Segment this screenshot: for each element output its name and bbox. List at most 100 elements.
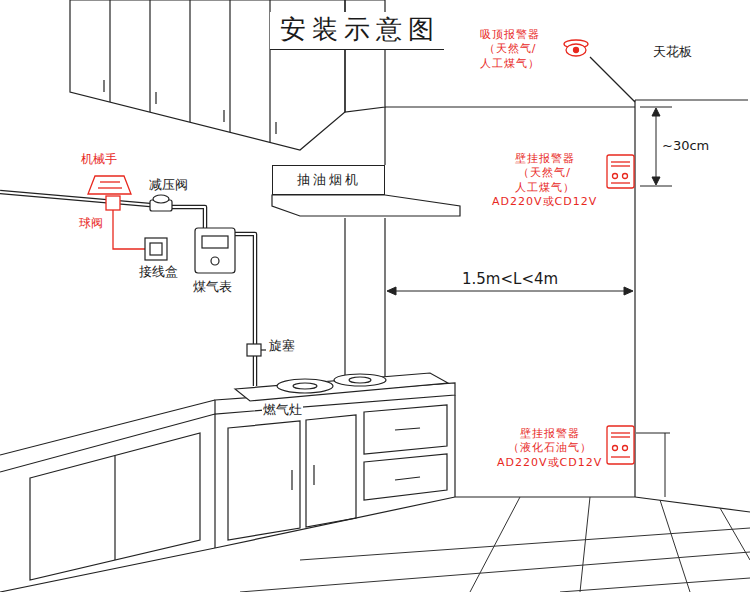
upper-cabinet <box>223 110 224 122</box>
gas-meter <box>202 236 228 248</box>
junction-box <box>145 238 167 260</box>
pressure-reducer <box>153 195 169 203</box>
manipulator-and-ball-valve <box>106 196 120 210</box>
room-walls <box>590 57 635 102</box>
wall-alarm <box>607 155 634 464</box>
dimension-lines <box>652 108 660 116</box>
wall-alarm <box>613 446 618 451</box>
gas-stove <box>235 373 448 401</box>
wall-alarm <box>611 456 630 457</box>
room-walls <box>385 106 635 107</box>
wall-alarm <box>611 432 630 433</box>
counter-and-cabinets <box>0 548 215 592</box>
gas-stove <box>334 374 386 386</box>
gas-pipe-core <box>172 207 205 228</box>
room-walls <box>384 218 385 382</box>
wall-alarm <box>611 161 630 162</box>
part-label: 减压阀 <box>148 177 189 193</box>
upper-cabinet <box>155 92 156 104</box>
counter-and-cabinets <box>364 454 447 500</box>
counter-and-cabinets <box>313 465 314 485</box>
counter-and-cabinets <box>0 400 215 455</box>
counter-and-cabinets <box>395 428 420 430</box>
upper-cabinet <box>275 122 276 134</box>
upper-cabinet <box>109 0 110 102</box>
wall-alarm <box>623 446 628 451</box>
floor-tiles <box>720 508 750 560</box>
room-walls <box>345 57 750 512</box>
dimension-lines <box>390 291 630 292</box>
diagram-title: 安装示意图 <box>270 12 444 50</box>
counter-and-cabinets <box>454 395 455 497</box>
gas-pipe-core <box>235 234 255 345</box>
gas-stove <box>235 373 448 401</box>
wall-alarm <box>613 174 618 179</box>
ceiling-detector <box>564 40 588 56</box>
wall-alarm <box>611 182 630 183</box>
floor-tiles <box>240 552 750 592</box>
gas-stove <box>349 377 371 383</box>
dimension-lines <box>387 287 396 295</box>
manipulator-and-ball-valve <box>100 181 120 182</box>
manipulator-and-ball-valve <box>98 187 122 188</box>
floor-tiles <box>660 500 690 592</box>
dimension-label: ~30cm <box>661 138 710 154</box>
room-walls <box>384 107 385 165</box>
range-hood-flare <box>272 195 460 216</box>
part-label: 旋塞 <box>268 338 296 354</box>
part-label: 接线盒 <box>138 264 179 280</box>
pressure-reducer <box>150 195 172 211</box>
rotary-valve <box>247 344 261 356</box>
upper-cabinet <box>229 0 230 132</box>
gas-stove <box>277 379 333 393</box>
gas-meter <box>211 257 219 265</box>
counter-and-cabinets <box>395 477 420 480</box>
manipulator-and-ball-valve <box>88 176 145 249</box>
dimension-lines <box>656 112 657 181</box>
room-walls <box>635 99 748 100</box>
room-walls <box>344 218 345 385</box>
ceiling-detector <box>574 48 579 53</box>
part-label: 燃气灶 <box>262 402 303 418</box>
ceiling-label: 天花板 <box>652 44 693 60</box>
part-label: 机械手 <box>80 152 118 167</box>
wall-alarm <box>607 155 634 188</box>
rotary-valve <box>261 349 266 350</box>
junction-box <box>145 238 167 260</box>
floor-tiles <box>560 578 750 592</box>
hood-box: 抽油烟机 <box>272 165 385 195</box>
gas-pipe <box>235 234 255 345</box>
dimension-lines <box>624 287 633 295</box>
range-hood-flare <box>272 195 460 216</box>
counter-and-cabinets <box>306 415 356 527</box>
upper-cabinet <box>103 80 104 92</box>
counter-and-cabinets <box>364 405 447 454</box>
junction-box <box>150 243 162 255</box>
floor-tiles <box>580 497 590 592</box>
wall-alarm <box>611 165 630 166</box>
gas-stove <box>293 383 317 389</box>
counter-and-cabinets <box>228 421 300 540</box>
wall-alarm <box>611 436 630 437</box>
part-label: 煤气表 <box>192 279 233 295</box>
alarm-label: 壁挂报警器 （天然气/ 人工煤气） AD220V或CD12V <box>491 152 598 209</box>
gas-pipe <box>253 356 258 386</box>
counter-and-cabinets <box>215 497 455 548</box>
counter-and-cabinets <box>214 414 215 548</box>
upper-cabinet <box>149 0 150 112</box>
floor-tiles <box>470 497 520 592</box>
gas-pipe <box>0 192 255 386</box>
rotary-valve <box>247 344 266 356</box>
counter-and-cabinets <box>0 383 455 592</box>
floor-tiles <box>300 528 750 560</box>
gas-pipe <box>172 207 205 228</box>
gas-pipe-core <box>0 192 255 386</box>
manipulator-and-ball-valve <box>113 210 145 249</box>
dimension-lines <box>652 177 660 185</box>
gas-meter <box>195 228 235 273</box>
alarm-label: 壁挂报警器 （液化石油气） AD220V或CD12V <box>496 427 603 470</box>
floor-tiles <box>240 497 750 592</box>
